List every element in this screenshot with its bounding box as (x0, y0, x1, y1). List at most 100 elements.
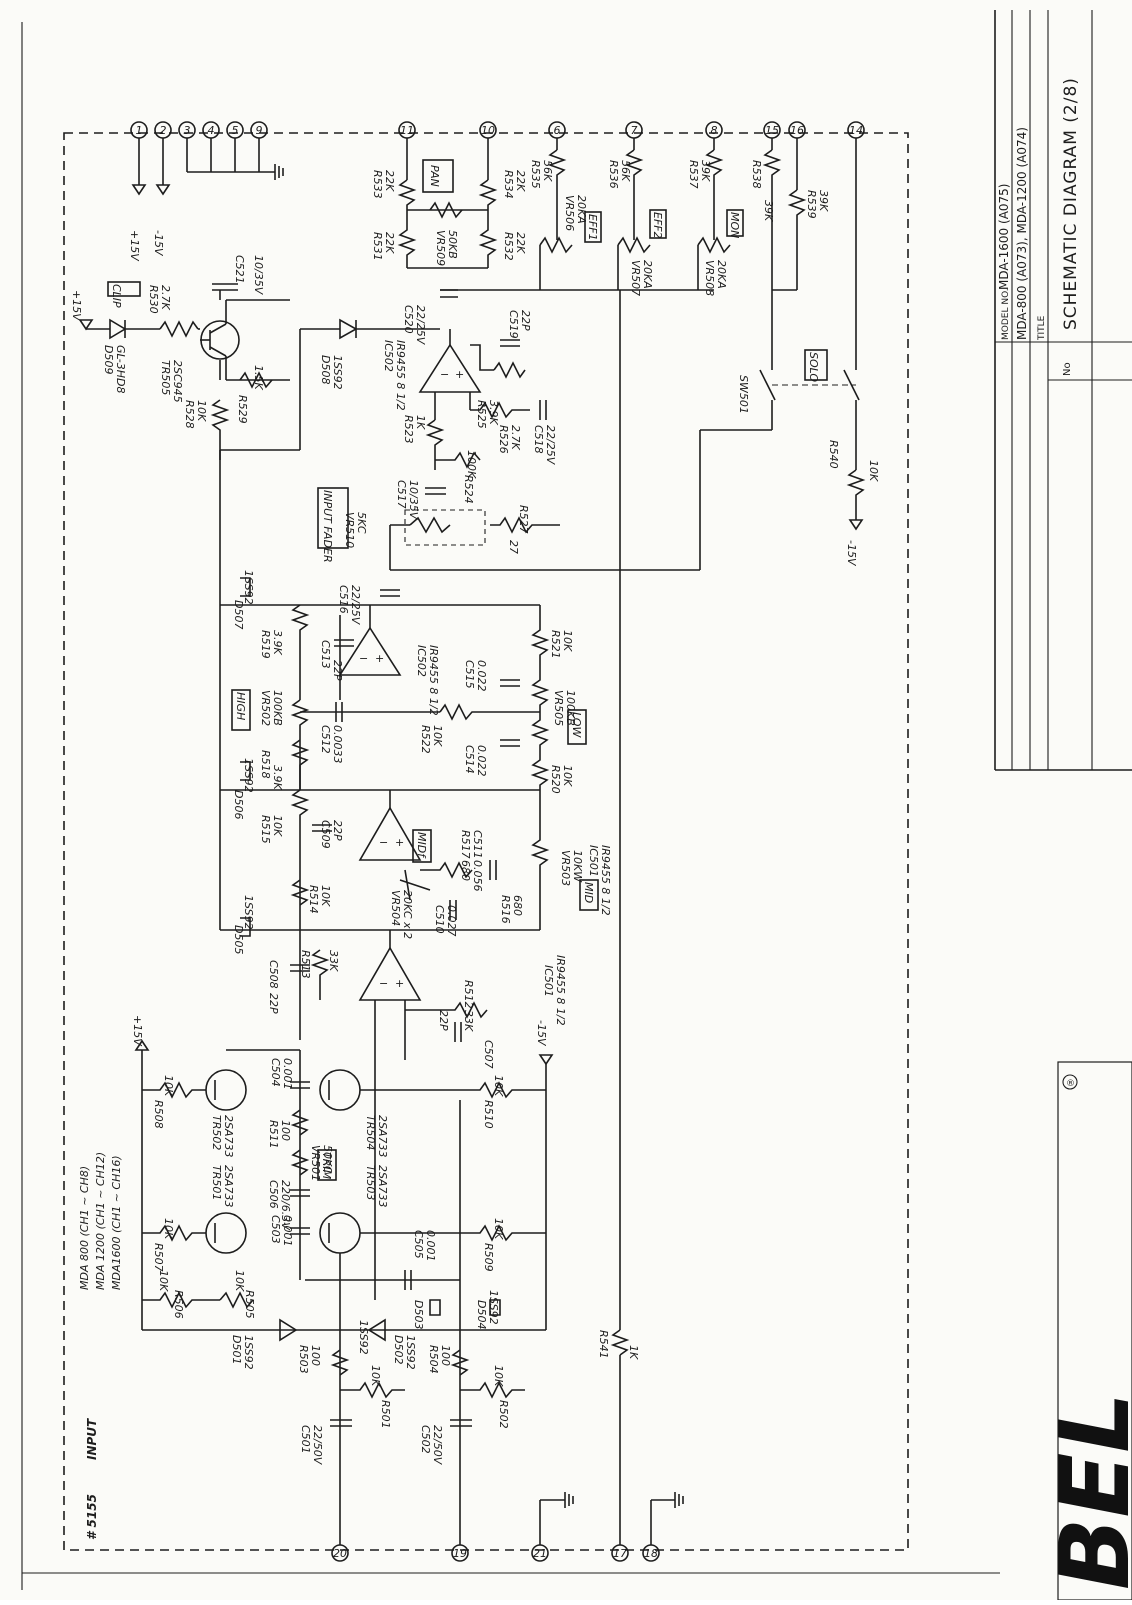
svg-text:1SS92: 1SS92 (242, 570, 255, 605)
svg-text:C515: C515 (463, 660, 476, 689)
input-fader-label: INPUT FADER (321, 490, 334, 563)
svg-text:R531: R531 (371, 232, 384, 261)
mon-label: MON (728, 212, 741, 238)
svg-text:D506: D506 (232, 790, 245, 819)
power-arrow-icon (131, 184, 147, 196)
pot-vr504 (399, 869, 431, 901)
svg-text:22/25V: 22/25V (414, 305, 427, 346)
clip-detector-diode: D508 1SS92 C520 22/25V (220, 289, 458, 451)
solo-box (804, 349, 828, 381)
connector-4-label: 4 (208, 124, 215, 137)
diode-icon (339, 318, 358, 340)
diode-d501 (279, 1318, 298, 1342)
connector-20 (331, 1544, 349, 1562)
svg-text:R501: R501 (379, 1400, 392, 1429)
connector-6-label: 6 (554, 124, 561, 137)
svg-text:GL-3HD8: GL-3HD8 (114, 345, 127, 394)
resistor-r502 (460, 1381, 525, 1399)
trim-label: TRIM (320, 1152, 333, 1180)
svg-text:VR505: VR505 (552, 690, 565, 726)
svg-text:10K: 10K (369, 1365, 382, 1387)
svg-text:56K: 56K (619, 160, 632, 182)
bel-logo: BEL ® (1041, 1061, 1132, 1601)
svg-text:VR507: VR507 (629, 260, 642, 296)
resistor-r519 (290, 604, 310, 700)
midf-label: MIDf (415, 832, 428, 859)
svg-text:22K: 22K (514, 232, 527, 254)
solo-label: SOLO (807, 352, 820, 382)
connector-5-label: 5 (232, 124, 239, 137)
svg-text:R536: R536 (607, 160, 620, 189)
svg-text:R530: R530 (147, 285, 160, 314)
svg-text:20KA: 20KA (641, 260, 654, 289)
svg-text:D507: D507 (232, 600, 245, 629)
connector-9-label: 9 (256, 124, 263, 137)
svg-text:R541: R541 (597, 1330, 610, 1359)
svg-text:R525: R525 (475, 400, 488, 429)
svg-text:10K: 10K (233, 1270, 246, 1292)
svg-text:27: 27 (507, 540, 520, 554)
svg-text:C504: C504 (269, 1058, 282, 1087)
svg-text:IC502: IC502 (415, 645, 428, 677)
connector-18-label: 18 (644, 1547, 658, 1560)
svg-text:TR502: TR502 (210, 1115, 223, 1150)
svg-text:R540: R540 (827, 440, 840, 469)
model-list: MDA 800 (CH1 ~ CH8) MDA 1200 (CH1 ~ CH12… (78, 1152, 123, 1290)
svg-text:C502: C502 (419, 1425, 432, 1454)
resistor-r517 (420, 861, 473, 879)
svg-text:R519: R519 (259, 630, 272, 659)
svg-text:IR9455 8 1/2: IR9455 8 1/2 (599, 845, 612, 916)
svg-text:D509: D509 (102, 345, 115, 374)
svg-text:R516: R516 (499, 895, 512, 924)
eff1-label: EFF1 (586, 214, 599, 241)
svg-text:22K: 22K (383, 170, 396, 192)
pot-vr501 (290, 1149, 310, 1176)
eff2-box (649, 209, 667, 239)
svg-text:VR510: VR510 (343, 512, 356, 548)
svg-text:2.7K: 2.7K (159, 285, 172, 310)
svg-text:2SA733: 2SA733 (222, 1165, 235, 1208)
svg-text:R510: R510 (482, 1100, 495, 1129)
opamp-ic502-b (418, 343, 482, 393)
midf-box (412, 829, 432, 863)
resistor-r510 (360, 1081, 546, 1099)
svg-text:22/50V: 22/50V (431, 1425, 444, 1466)
svg-text:10K: 10K (162, 1075, 175, 1097)
svg-text:2SA733: 2SA733 (222, 1115, 235, 1158)
svg-text:C519: C519 (507, 310, 520, 339)
opamp-ic502-a (338, 626, 402, 676)
svg-text:C514: C514 (463, 745, 476, 774)
resistor-r540 (846, 469, 866, 520)
svg-text:IC502: IC502 (382, 340, 395, 372)
svg-text:D503: D503 (412, 1300, 425, 1329)
connector-8-label: 8 (711, 124, 718, 137)
svg-text:0.001: 0.001 (281, 1215, 294, 1247)
resistor-r526 (470, 401, 530, 419)
svg-text:C503: C503 (269, 1215, 282, 1244)
svg-text:100: 100 (439, 1345, 452, 1366)
connector-10-label: 10 (481, 124, 495, 137)
svg-text:100: 100 (279, 1120, 292, 1141)
fader-amp: − + IC502 IR9455 8 1/2 R525 3.9K C519 22… (382, 310, 557, 521)
svg-text:10K: 10K (492, 1075, 505, 1097)
connector-17-label: 17 (613, 1547, 627, 1560)
resistor-r506 (142, 1291, 220, 1309)
pot-vr507 (617, 236, 651, 254)
send-network: R535 56K VR506 20KA EFF1 R536 56K VR507 … (440, 138, 830, 296)
svg-text:−: − (379, 836, 388, 849)
svg-text:C512: C512 (319, 725, 332, 754)
svg-text:50KC: 50KC (321, 1145, 334, 1174)
resistor-r525 (493, 361, 526, 379)
svg-text:-15V: -15V (535, 1020, 548, 1047)
svg-text:D508: D508 (319, 355, 332, 384)
svg-text:22/25V: 22/25V (544, 425, 557, 466)
svg-text:R539: R539 (805, 190, 818, 219)
svg-text:+: + (455, 368, 464, 381)
opamp-ic501-b (358, 806, 422, 861)
svg-text:+: + (375, 652, 384, 665)
svg-text:10K: 10K (492, 1365, 505, 1387)
connector-16-label: 16 (790, 124, 804, 137)
svg-text:C518: C518 (532, 425, 545, 454)
svg-text:D504: D504 (475, 1300, 488, 1329)
svg-text:0.022: 0.022 (475, 745, 488, 777)
